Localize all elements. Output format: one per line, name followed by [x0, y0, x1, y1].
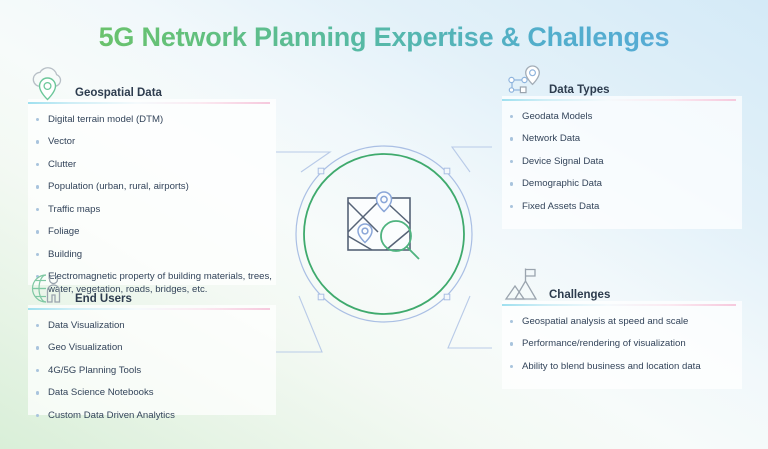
panel-item-list: Geospatial analysis at speed and scale P… — [502, 306, 738, 383]
panel-item-list: Geodata Models Network Data Device Signa… — [502, 101, 738, 223]
list-item: Digital terrain model (DTM) — [32, 114, 272, 127]
page-title: 5G Network Planning Expertise & Challeng… — [0, 22, 768, 53]
panel-item-list: Digital terrain model (DTM) Vector Clutt… — [28, 104, 272, 306]
map-search-icon — [347, 191, 420, 260]
list-item: Population (urban, rural, airports) — [32, 181, 272, 194]
list-item: Ability to blend business and location d… — [506, 361, 738, 374]
list-item: Custom Data Driven Analytics — [32, 410, 272, 423]
panel-title: Geospatial Data — [75, 87, 162, 99]
panel-divider — [28, 102, 270, 104]
list-item: Traffic maps — [32, 204, 272, 217]
list-item: Data Visualization — [32, 320, 272, 333]
panel-title: End Users — [75, 293, 132, 305]
globe-person-icon — [28, 272, 70, 308]
center-hub — [286, 136, 482, 332]
hub-node — [317, 167, 325, 175]
mountain-flag-icon — [502, 268, 544, 304]
panel-title: Data Types — [549, 84, 610, 96]
list-item: 4G/5G Planning Tools — [32, 365, 272, 378]
panel-header: Challenges — [502, 268, 610, 304]
list-item: Demographic Data — [506, 178, 738, 191]
list-item: Fixed Assets Data — [506, 201, 738, 214]
hub-node — [317, 293, 325, 301]
list-item: Vector — [32, 136, 272, 149]
list-item: Data Science Notebooks — [32, 387, 272, 400]
list-item: Clutter — [32, 159, 272, 172]
panel-item-list: Data Visualization Geo Visualization 4G/… — [28, 310, 272, 432]
cloud-location-pin-icon — [28, 66, 70, 102]
outer-ring — [295, 145, 473, 323]
list-item: Foliage — [32, 226, 272, 239]
list-item: Electromagnetic property of building mat… — [32, 271, 272, 297]
panel-card — [502, 96, 742, 229]
panel-divider — [502, 99, 736, 101]
hub-node — [443, 293, 451, 301]
list-item: Geospatial analysis at speed and scale — [506, 316, 738, 329]
network-nodes-pin-icon — [502, 63, 544, 99]
list-item: Building — [32, 249, 272, 262]
panel-card — [502, 301, 742, 389]
list-item: Geo Visualization — [32, 342, 272, 355]
panel-card — [28, 305, 276, 415]
list-item: Geodata Models — [506, 111, 738, 124]
panel-divider — [28, 308, 270, 310]
panel-header: End Users — [28, 272, 132, 308]
panel-title: Challenges — [549, 289, 611, 301]
hub-node — [443, 167, 451, 175]
panel-card — [28, 99, 276, 285]
panel-divider — [502, 304, 736, 306]
list-item: Device Signal Data — [506, 156, 738, 169]
list-item: Network Data — [506, 133, 738, 146]
inner-ring — [303, 153, 465, 315]
list-item: Performance/rendering of visualization — [506, 338, 738, 351]
panel-header: Data Types — [502, 63, 610, 99]
panel-header: Geospatial Data — [28, 66, 162, 102]
